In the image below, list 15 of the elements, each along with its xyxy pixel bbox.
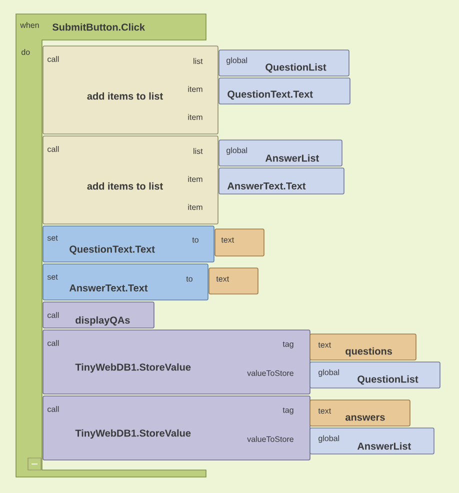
code-block: text answers — [310, 400, 410, 426]
code-block: call TinyWebDB1.StoreValue tag valueToStore — [42, 396, 310, 460]
code-block: set AnswerText.Text to — [42, 264, 208, 300]
code-block: text questions — [310, 334, 416, 360]
code-block: QuestionText.Text — [218, 78, 350, 104]
code-block: call TinyWebDB1.StoreValue tag valueToStore — [42, 330, 310, 394]
code-block: global QuestionList — [218, 50, 350, 76]
code-block: text — [214, 228, 264, 256]
code-block: global QuestionList — [310, 362, 440, 388]
code-block: global AnswerList — [218, 140, 342, 166]
code-block: set QuestionText.Text to — [42, 226, 214, 262]
code-block: AnswerText.Text — [218, 168, 344, 194]
code-block: global AnswerList — [310, 428, 434, 454]
code-block: text — [208, 268, 258, 294]
code-block: call displayQAs — [42, 302, 154, 328]
